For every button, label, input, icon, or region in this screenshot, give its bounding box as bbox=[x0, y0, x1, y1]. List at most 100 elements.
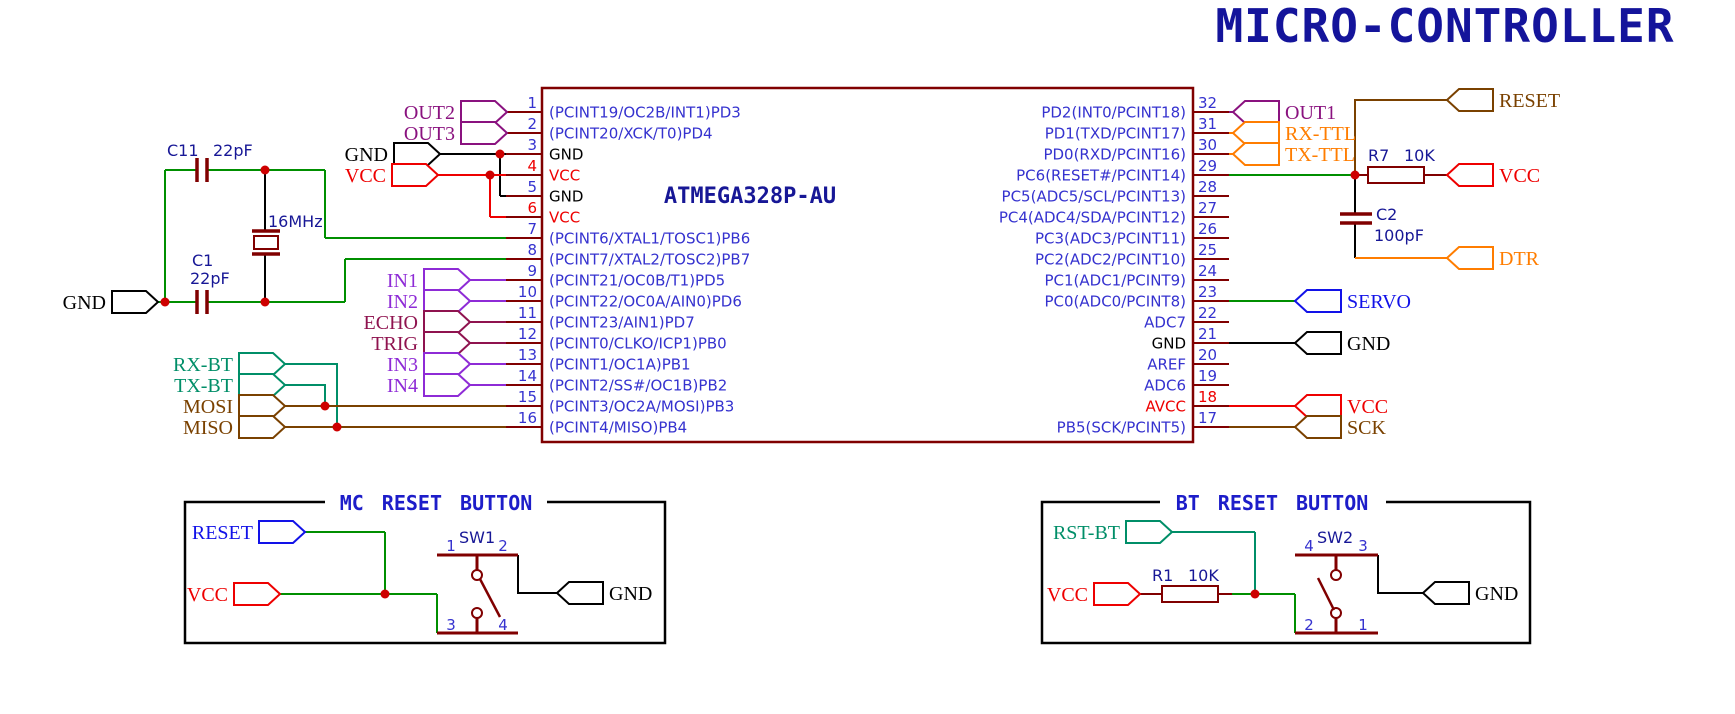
ic-pin-label-17: PB5(SCK/PCINT5) bbox=[1057, 419, 1186, 437]
ic-pin-number-7: 7 bbox=[527, 220, 537, 238]
ic-pin-label-8: (PCINT7/XTAL2/TOSC2)PB7 bbox=[549, 251, 750, 269]
flag-out2: OUT2 bbox=[404, 100, 509, 124]
ic-pin-label-5: GND bbox=[549, 188, 583, 206]
switch-sw2: 4 SW2 3 2 1 bbox=[1295, 528, 1378, 635]
sw2-pin3-label: 3 bbox=[1358, 537, 1368, 555]
ic-pin-label-4: VCC bbox=[549, 167, 580, 185]
ic-pin-number-31: 31 bbox=[1198, 115, 1217, 133]
ic-pin-label-22: ADC7 bbox=[1144, 314, 1186, 332]
ic-pin-number-5: 5 bbox=[527, 178, 537, 196]
flag-mosi: MOSI bbox=[183, 394, 287, 418]
ic-pin-label-32: PD2(INT0/PCINT18) bbox=[1041, 104, 1186, 122]
bt-reset-box-title: BT RESET BUTTON bbox=[1176, 491, 1369, 515]
out3-label: OUT3 bbox=[404, 123, 455, 145]
gnd-mc-label: GND bbox=[609, 583, 652, 605]
ic-pin-label-7: (PCINT6/XTAL1/TOSC1)PB6 bbox=[549, 230, 750, 248]
crystal-body bbox=[253, 235, 279, 250]
ic-pin-label-20: AREF bbox=[1147, 356, 1186, 374]
ic-left-pins: 1(PCINT19/OC2B/INT1)PD32(PCINT20/XCK/T0)… bbox=[506, 94, 750, 437]
tx-bt-flag-icon bbox=[238, 373, 287, 397]
flag-gnd-crystal: GND bbox=[63, 290, 160, 314]
sw2-pin4-label: 4 bbox=[1304, 537, 1314, 555]
ic-atmega328p: ATMEGA328P-AU 1(PCINT19/OC2B/INT1)PD32(P… bbox=[506, 86, 1229, 444]
flag-reset: RESET bbox=[1445, 88, 1560, 112]
ic-pin-label-24: PC1(ADC1/PCINT9) bbox=[1044, 272, 1186, 290]
ic-pin-label-11: (PCINT23/AIN1)PD7 bbox=[549, 314, 695, 332]
capacitor-c11: C11 22pF bbox=[167, 141, 253, 182]
vcc-flag-icon bbox=[391, 163, 440, 187]
sw2-contact-bottom bbox=[1330, 607, 1342, 619]
reset-label: RESET bbox=[1499, 90, 1560, 112]
flag-echo: ECHO bbox=[364, 310, 472, 334]
c1-ref-label: C1 bbox=[192, 251, 213, 270]
tx-ttl-label: TX-TTL bbox=[1285, 144, 1355, 166]
flag-miso: MISO bbox=[183, 415, 287, 439]
gnd-right-label: GND bbox=[1347, 333, 1390, 355]
sw1-contact-top bbox=[471, 569, 483, 581]
mc-reset-box-border bbox=[183, 500, 667, 645]
gnd-right-flag-icon bbox=[1293, 331, 1342, 355]
ic-pin-number-18: 18 bbox=[1198, 388, 1217, 406]
ic-pin-number-9: 9 bbox=[527, 262, 537, 280]
ic-pin-number-26: 26 bbox=[1198, 220, 1217, 238]
flag-rst-bt: RST-BT bbox=[1053, 520, 1174, 544]
ic-pin-number-14: 14 bbox=[518, 367, 537, 385]
flag-out3: OUT3 bbox=[404, 121, 509, 145]
out3-flag-icon bbox=[460, 121, 509, 145]
in1-label: IN1 bbox=[387, 270, 418, 292]
rst-bt-flag-icon bbox=[1125, 520, 1174, 544]
flag-rx-ttl: RX-TTL bbox=[1231, 121, 1356, 145]
flag-vcc-bt: VCC bbox=[1047, 582, 1142, 606]
ic-pin-label-13: (PCINT1/OC1A)PB1 bbox=[549, 356, 691, 374]
ic-pin-label-21: GND bbox=[1152, 335, 1186, 353]
crystal-16mhz: 16MHz bbox=[252, 212, 323, 256]
flag-servo: SERVO bbox=[1293, 289, 1411, 313]
ic-pin-number-10: 10 bbox=[518, 283, 537, 301]
ic-pin-label-31: PD1(TXD/PCINT17) bbox=[1045, 125, 1186, 143]
ic-pin-number-12: 12 bbox=[518, 325, 537, 343]
flag-in2: IN2 bbox=[387, 289, 472, 313]
flag-dtr: DTR bbox=[1445, 246, 1540, 270]
sw2-lever bbox=[1316, 577, 1336, 611]
r1-body bbox=[1161, 585, 1219, 603]
flag-in4: IN4 bbox=[387, 373, 472, 397]
ic-pin-number-6: 6 bbox=[527, 199, 537, 217]
reset-mc-flag-icon bbox=[258, 520, 307, 544]
ic-pin-label-9: (PCINT21/OC0B/T1)PD5 bbox=[549, 272, 725, 290]
ic-pin-number-28: 28 bbox=[1198, 178, 1217, 196]
r7-value-label: 10K bbox=[1404, 146, 1435, 165]
echo-label: ECHO bbox=[364, 312, 418, 334]
vcc-pins46-label: VCC bbox=[345, 165, 386, 187]
gnd-pins35-label: GND bbox=[345, 144, 388, 166]
sw2-pin2-label: 2 bbox=[1304, 616, 1314, 634]
ic-pin-label-19: ADC6 bbox=[1144, 377, 1186, 395]
ic-pin-label-27: PC4(ADC4/SDA/PCINT12) bbox=[999, 209, 1186, 227]
c11-ref-label: C11 bbox=[167, 141, 199, 160]
flag-vcc-avcc: VCC bbox=[1293, 394, 1388, 418]
ic-pin-number-8: 8 bbox=[527, 241, 537, 259]
mc-reset-box-title: MC RESET BUTTON bbox=[340, 491, 533, 515]
in3-label: IN3 bbox=[387, 354, 418, 376]
flag-gnd-pins35: GND bbox=[345, 142, 442, 166]
vcc-bt-flag-icon bbox=[1093, 582, 1142, 606]
capacitor-c2: C2 100pF bbox=[1340, 205, 1424, 245]
c2-ref-label: C2 bbox=[1376, 205, 1397, 224]
rx-bt-label: RX-BT bbox=[173, 354, 233, 376]
ic-pin-label-30: PD0(RXD/PCINT16) bbox=[1043, 146, 1186, 164]
bt-reset-title-bg bbox=[1160, 493, 1386, 515]
reset-mc-label: RESET bbox=[192, 522, 253, 544]
ic-pin-number-13: 13 bbox=[518, 346, 537, 364]
vcc-avcc-flag-icon bbox=[1293, 394, 1342, 418]
ic-pin-label-26: PC3(ADC3/PCINT11) bbox=[1035, 230, 1186, 248]
mc-reset-title-bg bbox=[325, 493, 547, 515]
out1-label: OUT1 bbox=[1285, 102, 1336, 124]
ic-pin-number-4: 4 bbox=[527, 157, 537, 175]
gnd-mc-flag-icon bbox=[555, 581, 604, 605]
flag-vcc-r7: VCC bbox=[1445, 163, 1540, 187]
sw2-pin1-label: 1 bbox=[1358, 616, 1368, 634]
trig-flag-icon bbox=[423, 331, 472, 355]
gnd-bt-label: GND bbox=[1475, 583, 1518, 605]
ic-name: ATMEGA328P-AU bbox=[664, 184, 836, 209]
capacitor-c1: C1 22pF bbox=[190, 251, 230, 314]
sw1-pin2-label: 2 bbox=[498, 537, 508, 555]
